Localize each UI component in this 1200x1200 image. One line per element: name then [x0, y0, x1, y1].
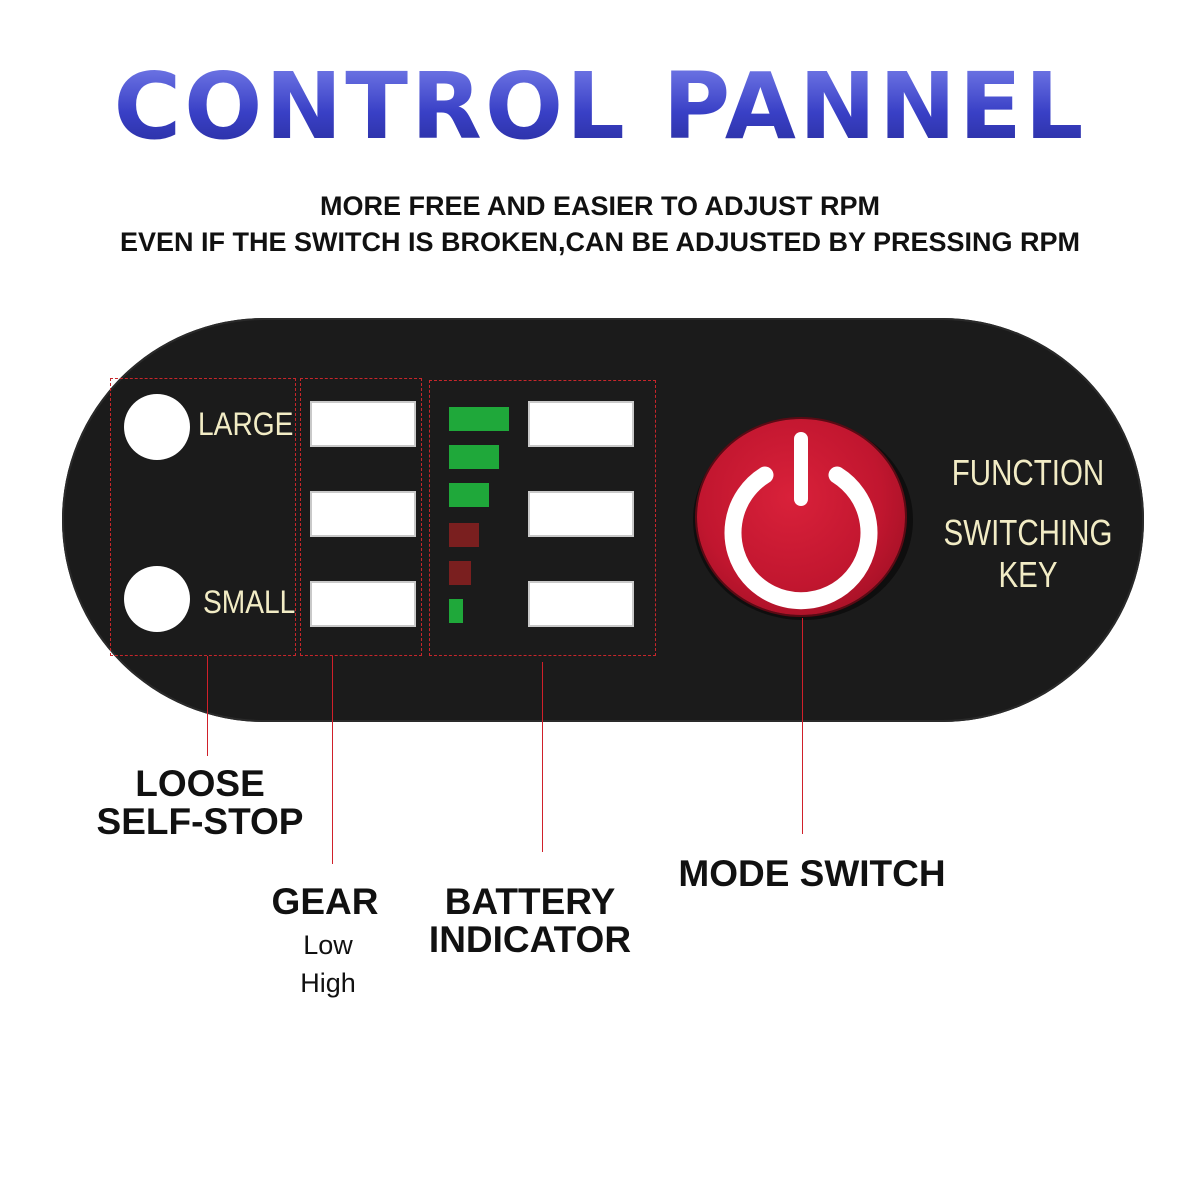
power-icon [724, 432, 878, 610]
battery-slot-2 [528, 491, 634, 537]
battery-bar-green-4 [449, 599, 463, 623]
gear-guide-line [332, 656, 333, 864]
large-indicator-circle [124, 394, 190, 460]
gear-high-label: High [300, 968, 356, 998]
self-stop-group-box [110, 378, 296, 656]
subtitle-line-2: EVEN IF THE SWITCH IS BROKEN,CAN BE ADJU… [119, 227, 1081, 257]
gear-label: GEAR [271, 881, 379, 922]
gear-low-label: Low [303, 930, 353, 960]
indicator-label: INDICATOR [428, 919, 632, 960]
page-title: CONTROL PANNEL [0, 52, 1200, 162]
battery-bar-green-2 [449, 445, 499, 469]
battery-guide-line [542, 662, 543, 852]
battery-label: BATTERY [444, 881, 616, 922]
large-label: LARGE [198, 406, 294, 442]
gear-slot-2 [310, 491, 416, 537]
self-stop-label: SELF-STOP [96, 801, 304, 842]
battery-bar-red-2 [449, 561, 471, 585]
small-label: SMALL [203, 584, 296, 620]
function-label-line-2: SWITCHING KEY [943, 512, 1113, 595]
mode-switch-guide-line [802, 618, 803, 834]
gear-slot-3 [310, 581, 416, 627]
battery-bar-green-1 [449, 407, 509, 431]
battery-bar-red-1 [449, 523, 479, 547]
gear-slot-1 [310, 401, 416, 447]
function-label-line-1: FUNCTION [951, 452, 1105, 493]
battery-bar-green-3 [449, 483, 489, 507]
subtitle-line-1: MORE FREE AND EASIER TO ADJUST RPM [319, 191, 881, 221]
battery-slot-3 [528, 581, 634, 627]
self-stop-guide-line [207, 656, 208, 756]
loose-label: LOOSE [135, 763, 265, 804]
mode-switch-label: MODE SWITCH [678, 853, 946, 894]
small-indicator-circle [124, 566, 190, 632]
gear-group-box [300, 378, 422, 656]
battery-group-box [429, 380, 656, 656]
mode-switch-button[interactable] [697, 419, 905, 615]
battery-slot-1 [528, 401, 634, 447]
